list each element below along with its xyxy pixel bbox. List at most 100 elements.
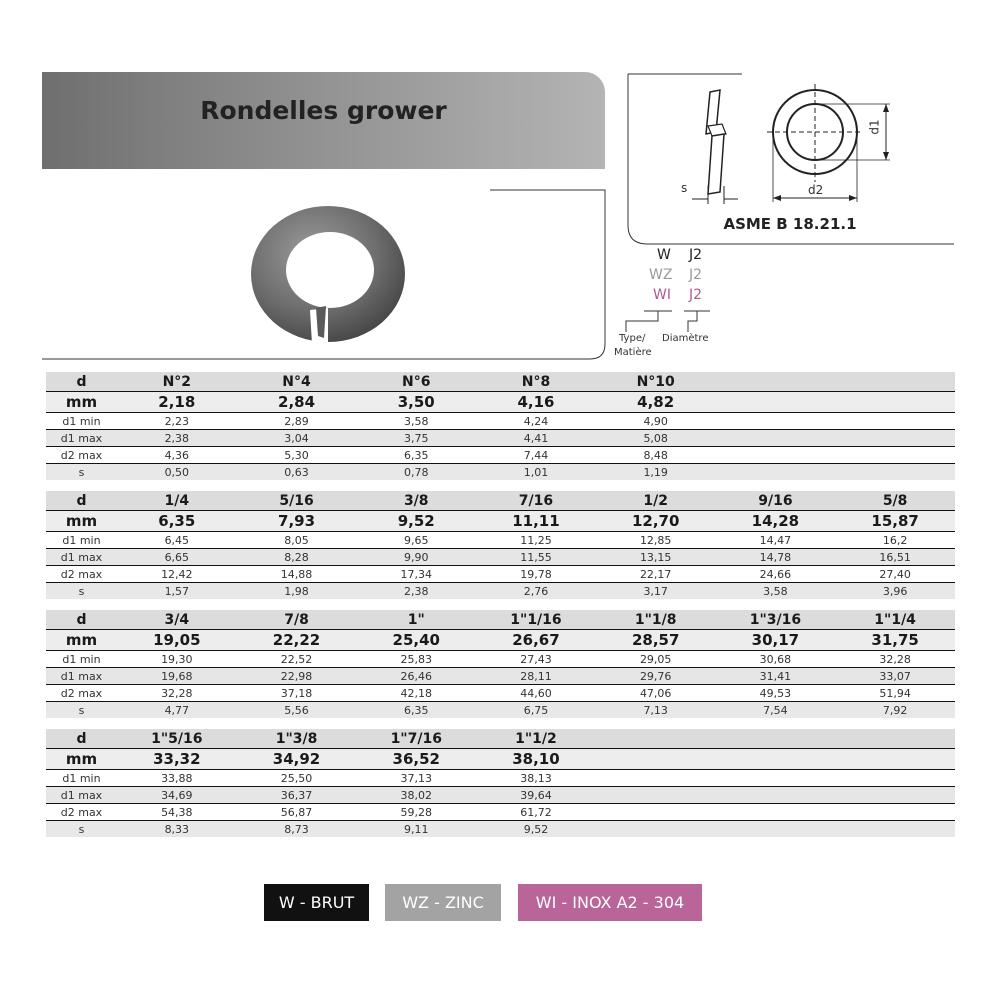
table-cell: 38,13	[520, 771, 552, 785]
table-cell: 6,35	[404, 448, 429, 462]
diametre-label: Diamètre	[662, 333, 709, 344]
table-cell: 9/16	[758, 492, 793, 509]
table-cell: 27,43	[520, 652, 552, 666]
row-label: d1 max	[60, 788, 103, 802]
table-cell: 9,52	[523, 822, 549, 836]
table-cell: 42,18	[400, 686, 433, 700]
row-label: mm	[65, 393, 98, 411]
table-cell: 36,37	[280, 788, 313, 802]
dim-s-label: s	[681, 181, 688, 195]
table-cell: 6,65	[164, 550, 190, 564]
table-cell: 13,15	[639, 550, 672, 564]
row-label: mm	[65, 512, 98, 530]
table-cell: 59,28	[400, 805, 433, 819]
table-cell: 32,28	[161, 686, 193, 700]
code-dia-w: J2	[689, 247, 703, 263]
table-cell: 30,68	[759, 652, 792, 666]
table-cell: 7,13	[643, 703, 668, 717]
table-cell: 1"7/16	[390, 730, 442, 747]
table-cell: 4,41	[523, 431, 549, 445]
table-cell: 31,41	[759, 669, 792, 683]
table-cell: 2,38	[164, 431, 190, 445]
table-cell: 25,83	[400, 652, 433, 666]
row-label: d1 min	[62, 414, 101, 428]
code-type-w: W	[657, 247, 671, 263]
row-label: d2 max	[60, 805, 103, 819]
table-cell: 33,32	[153, 750, 201, 768]
row-label: d2 max	[60, 448, 103, 462]
table-cell: 49,53	[759, 686, 792, 700]
washer-spec-diagram	[692, 84, 890, 204]
table-cell: 2,23	[164, 414, 190, 428]
row-label: d2 max	[60, 567, 103, 581]
table-cell: 5/16	[279, 492, 314, 509]
table-cell: 2,38	[404, 584, 429, 598]
table-cell: 7,92	[882, 703, 908, 717]
row-label: mm	[65, 631, 98, 649]
table-cell: 1"1/16	[510, 611, 562, 628]
table-cell: 3,04	[284, 431, 309, 445]
row-label: d1 max	[60, 550, 103, 564]
table-cell: 29,76	[639, 669, 672, 683]
code-dia-wi: J2	[689, 287, 703, 303]
table-cell: 29,05	[639, 652, 672, 666]
table-cell: 4,16	[517, 393, 555, 411]
table-cell: N°6	[402, 373, 431, 390]
table-cell: 11,55	[520, 550, 552, 564]
table-cell: 47,06	[639, 686, 672, 700]
washer-photo	[251, 206, 405, 346]
table-cell: 28,57	[631, 631, 680, 649]
table-cell: 22,98	[280, 669, 313, 683]
table-cell: 5,56	[284, 703, 309, 717]
table-cell: 37,13	[400, 771, 433, 785]
table-cell: 28,11	[520, 669, 552, 683]
table-cell: 34,69	[161, 788, 193, 802]
row-label: d1 max	[60, 669, 103, 683]
table-cell: 1/2	[643, 492, 668, 509]
table-cell: 31,75	[871, 631, 919, 649]
dim-d2-label: d2	[808, 183, 824, 197]
table-cell: 16,51	[879, 550, 911, 564]
table-cell: 12,70	[631, 512, 680, 530]
table-cell: 3/8	[403, 492, 429, 509]
table-cell: 3,58	[763, 584, 788, 598]
code-dia-wz: J2	[689, 267, 703, 283]
table-cell: 4,77	[164, 703, 190, 717]
table-cell: 32,28	[879, 652, 911, 666]
table-cell: 15,87	[871, 512, 919, 530]
standard-label: ASME B 18.21.1	[723, 215, 857, 233]
row-label: d1 min	[62, 771, 101, 785]
title-banner: Rondelles grower	[42, 72, 605, 169]
table-cell: 24,66	[759, 567, 792, 581]
table-cell: 1,98	[284, 584, 309, 598]
table-cell: 9,52	[397, 512, 435, 530]
row-label: s	[78, 465, 85, 479]
table-cell: 8,73	[284, 822, 309, 836]
table-cell: 22,17	[639, 567, 672, 581]
table-cell: N°4	[282, 373, 311, 390]
table-cell: 1"1/4	[874, 611, 916, 628]
table-cell: 19,30	[161, 652, 193, 666]
table-cell: 3/4	[164, 611, 190, 628]
table-cell: 44,60	[520, 686, 552, 700]
table-cell: 14,78	[759, 550, 792, 564]
table-cell: 9,90	[404, 550, 429, 564]
table-cell: 19,78	[520, 567, 552, 581]
table-cell: 6,35	[158, 512, 196, 530]
table-cell: 3,17	[643, 584, 668, 598]
legend-brut: W - BRUT	[264, 884, 369, 921]
table-cell: 56,87	[280, 805, 313, 819]
